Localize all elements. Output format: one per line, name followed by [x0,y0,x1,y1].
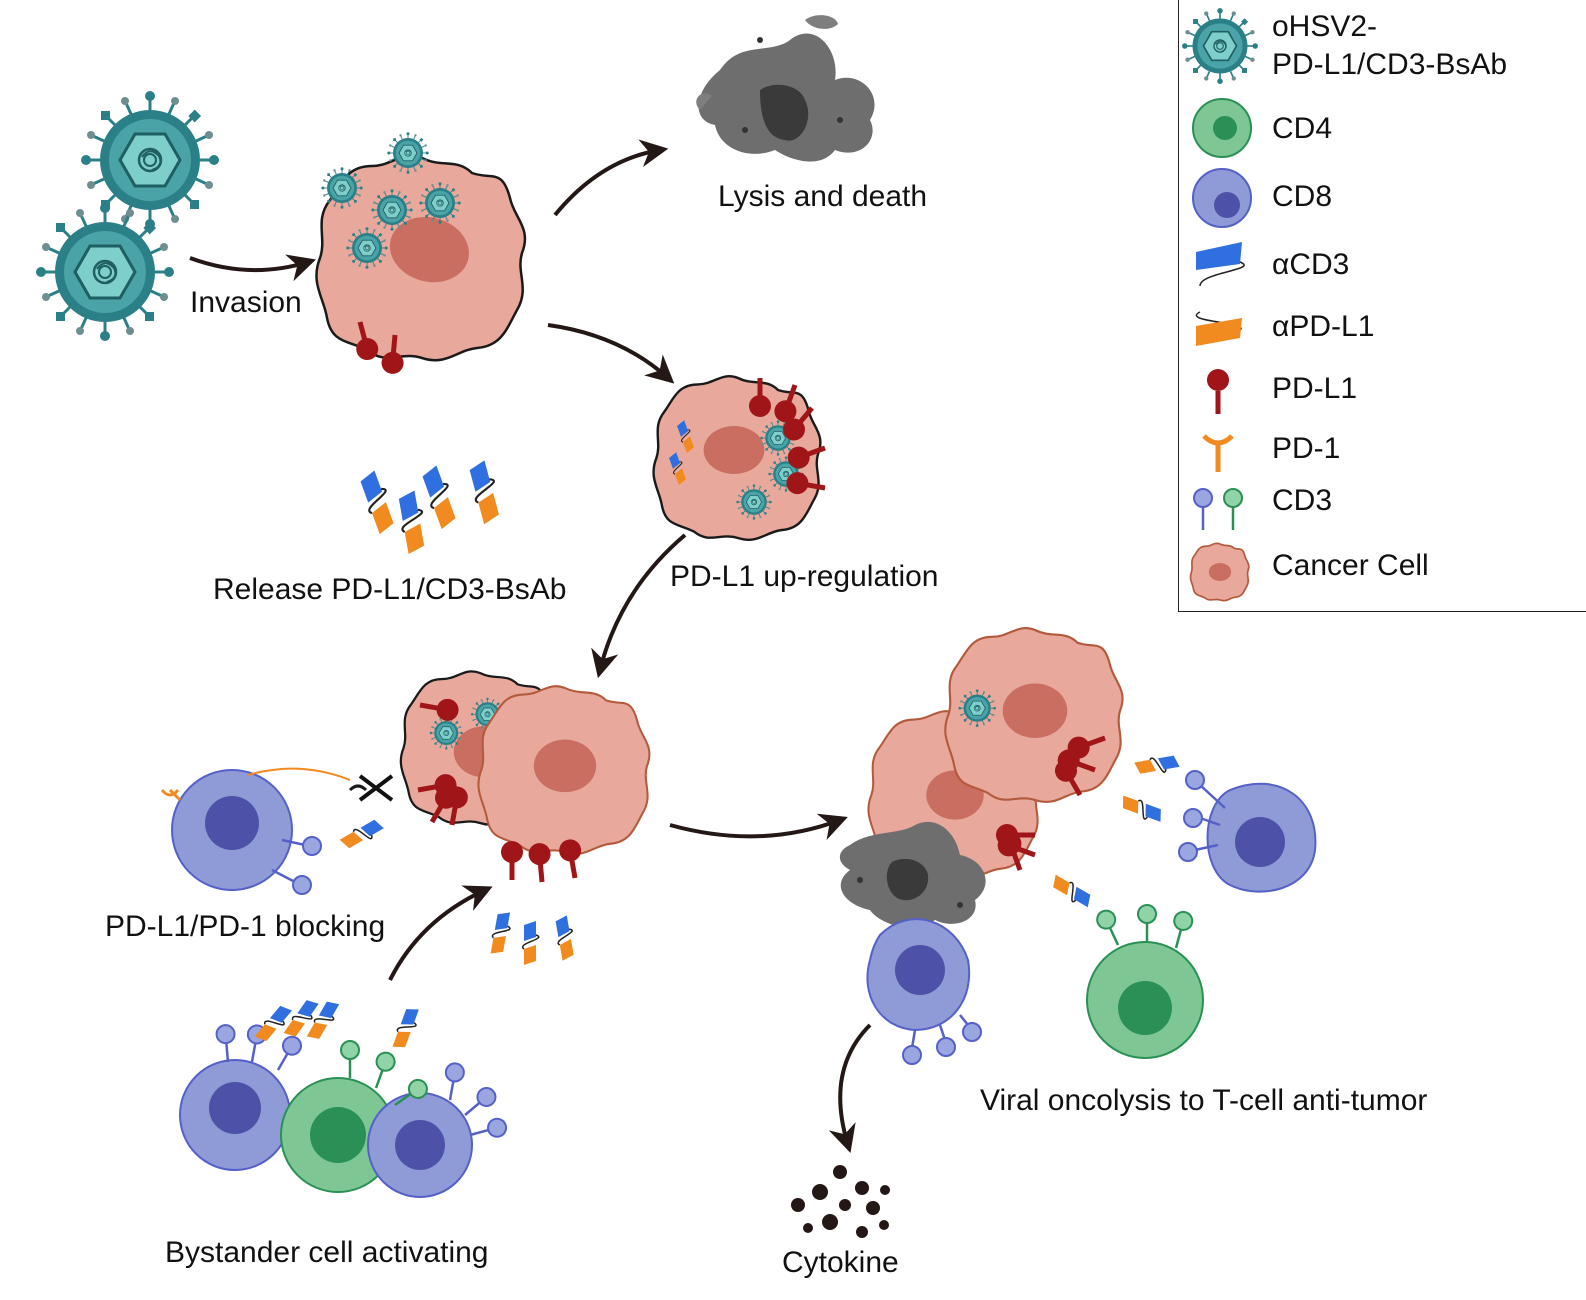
lysis-label: Lysis and death [718,180,928,213]
bystander-label: Bystander cell activating [165,1236,489,1269]
released-bsab-group [355,458,506,556]
upregulation-label: PD-L1 up-regulation [670,560,939,593]
legend-anti-cd3-icon [1196,242,1245,287]
upregulation-arrow [547,323,675,384]
legend-label-cd3: CD3 [1272,484,1333,517]
pd1-receptor [348,784,368,792]
legend-cancer-cell-icon [1189,542,1250,602]
legend-label-cd4: CD4 [1272,112,1333,145]
legend-label-cd8: CD8 [1272,180,1333,213]
cancer-cell-right-front [944,627,1124,803]
viral-oncolysis-label: Viral oncolysis to T-cell anti-tumor [980,1084,1428,1117]
lysed-cell [696,15,875,162]
blocking-arrow [591,533,687,679]
oncolysis-arrow [669,813,848,840]
legend-label-cancer-cell: Cancer Cell [1272,549,1429,582]
bystander-arrow [388,885,493,981]
legend: oHSV2- PD-L1/CD3-BsAb CD4 CD8 αCD3 αPD-L… [1178,0,1586,612]
legend-pdl1-icon [1207,369,1229,414]
cd8-cell-bottom [866,918,982,1065]
cytokine-label: Cytokine [782,1246,899,1279]
virus-small-floating [386,131,430,175]
block-x-icon [358,774,394,802]
release-label: Release PD-L1/CD3-BsAb [213,573,567,606]
cancer-cell-front [477,685,651,855]
legend-label-virus-line1: oHSV2- [1272,10,1378,43]
pdl1-receptor [501,841,523,880]
legend-label-anti-pdl1: αPD-L1 [1272,310,1375,343]
cd4-cell-right [1086,903,1204,1059]
cancer-cell-upregulated [652,375,822,541]
legend-pd1-icon [1202,434,1234,472]
lysed-cell-right [839,821,986,928]
legend-cd4-icon [1192,98,1252,158]
legend-cd3-icon [1193,488,1243,530]
cd8-cell-right [1178,770,1317,893]
cytokine-dots [791,1165,890,1238]
legend-label-pdl1: PD-L1 [1272,372,1358,405]
invasion-label: Invasion [190,286,302,319]
pd1-blocked-arc [247,767,351,781]
lysis-arrow [553,139,669,217]
bystander-cluster [179,995,510,1198]
legend-label-virus-line2: PD-L1/CD3-BsAb [1272,48,1508,81]
legend-anti-pdl1-icon [1195,311,1242,346]
legend-label-pd1: PD-1 [1272,432,1341,465]
cancer-cell-infected [315,154,527,362]
cytokine-arrow [828,1023,872,1154]
legend-cd8-icon [1192,168,1252,228]
cd8-cell-blocking [160,769,322,895]
legend-label-anti-cd3: αCD3 [1272,248,1350,281]
blocking-label: PD-L1/PD-1 blocking [105,910,386,943]
invasion-arrow [189,254,317,282]
